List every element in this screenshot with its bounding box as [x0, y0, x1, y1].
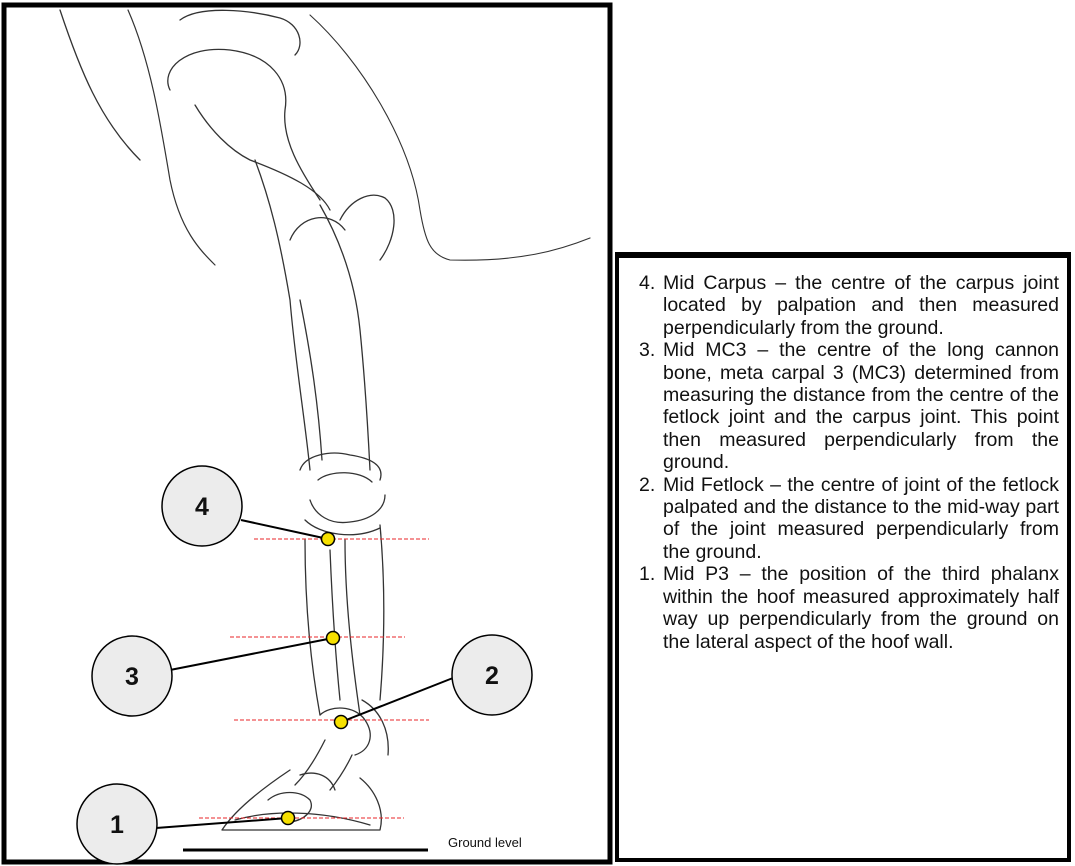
legend-number: 1.	[639, 563, 663, 653]
callout-number-4: 4	[195, 493, 209, 521]
legend-item-3: 3. Mid MC3 – the centre of the long cann…	[639, 339, 1059, 473]
callout-number-1: 1	[110, 811, 124, 839]
callout-line-2	[341, 676, 458, 722]
legend-item-1: 1. Mid P3 – the position of the third ph…	[639, 563, 1059, 653]
legend-text: Mid Carpus – the centre of the carpus jo…	[663, 272, 1059, 339]
legend-item-2: 2. Mid Fetlock – the centre of joint of …	[639, 474, 1059, 564]
legend-text: Mid Fetlock – the centre of joint of the…	[663, 474, 1059, 564]
marker-4	[322, 533, 335, 546]
ground-level-label: Ground level	[448, 835, 522, 850]
legend-number: 2.	[639, 474, 663, 564]
callout-line-4	[241, 520, 328, 539]
marker-2	[335, 716, 348, 729]
legend-item-4: 4. Mid Carpus – the centre of the carpus…	[639, 272, 1059, 339]
callout-number-2: 2	[485, 662, 499, 690]
callout-number-3: 3	[125, 663, 139, 691]
legend-box: 4. Mid Carpus – the centre of the carpus…	[615, 252, 1071, 862]
legend-number: 3.	[639, 339, 663, 473]
diagram-frame	[4, 5, 610, 862]
marker-1	[282, 812, 295, 825]
legend-text: Mid MC3 – the centre of the long cannon …	[663, 339, 1059, 473]
legend-list: 4. Mid Carpus – the centre of the carpus…	[639, 272, 1059, 653]
callout-line-3	[170, 638, 333, 670]
legend-number: 4.	[639, 272, 663, 339]
callout-line-1	[156, 818, 288, 828]
marker-3	[327, 632, 340, 645]
legend-text: Mid P3 – the position of the third phala…	[663, 563, 1059, 653]
